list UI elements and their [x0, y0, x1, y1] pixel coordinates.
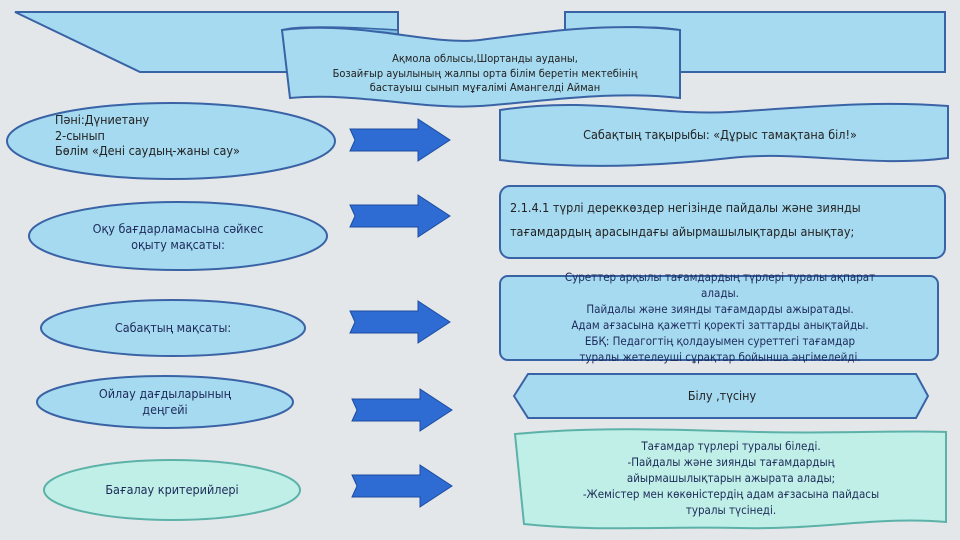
- subject-line-2: 2-сынып: [55, 127, 105, 143]
- ellipse-lesson-goal: [40, 299, 306, 357]
- criteria-label: Бағалау критерийлері: [105, 482, 239, 498]
- ellipse-criteria: [43, 459, 301, 521]
- lesson-goal-line: ЕБҚ: Педагогтің қолдауымен суреттегі тағ…: [584, 333, 856, 348]
- criteria-line: Тағамдар түрлері туралы біледі.: [641, 438, 821, 453]
- lesson-goal-line: Адам ағзасына қажетті қоректі заттарды а…: [571, 318, 869, 332]
- criteria-line: -Жемістер мен көкөністердің адам ағзасын…: [582, 487, 880, 502]
- lesson-goal-line: туралы жетелеуші сұрақтар бойынша әңгіме…: [579, 349, 861, 364]
- lesson-goal-line: алады.: [701, 286, 739, 301]
- thinking-level-text: Білу ,түсіну: [687, 388, 757, 404]
- subject-line-1: Пәні:Дүниетану: [55, 112, 150, 127]
- lesson-goal-line: Суреттер арқылы тағамдардың түрлері тура…: [564, 270, 876, 285]
- criteria-line: айырмашылықтарын ажырата алады;: [626, 470, 836, 485]
- banner-text: Ақмола облысы,Шортанды ауданы, Бозайғыр …: [300, 48, 670, 100]
- lesson-goal-text: Суреттер арқылы тағамдардың түрлері тура…: [504, 270, 936, 366]
- goal-line-1: Оқу бағдарламасына сәйкес: [92, 221, 264, 237]
- objective-line-1: 2.1.4.1 түрлі дереккөздер негізінде пайд…: [510, 200, 861, 215]
- thinking-shape: [512, 373, 930, 419]
- topic-text: Сабақтың тақырыбы: «Дұрыс тамақтана біл!…: [583, 127, 857, 143]
- banner-line-2: Бозайғыр ауылының жалпы орта білім берет…: [332, 66, 638, 80]
- objective-line-2: тағамдардың арасындағы айырмашылықтарды …: [510, 223, 855, 239]
- subject-text: Пәні:Дүниетану 2-сынып Бөлім «Дені сауды…: [55, 112, 325, 170]
- thinking-line-2: деңгейі: [142, 402, 188, 417]
- goal-line-2: оқыту мақсаты:: [131, 237, 225, 252]
- thinking-text: Ойлау дағдыларының деңгейі: [45, 384, 285, 420]
- lesson-goal-label: Сабақтың мақсаты:: [114, 320, 232, 336]
- lesson-goal-line: Пайдалы және зиянды тағамдарды ажыратады…: [586, 302, 854, 317]
- banner-line-1: Ақмола облысы,Шортанды ауданы,: [392, 51, 578, 65]
- criteria-line: -Пайдалы және зиянды тағамдардың: [627, 454, 835, 469]
- banner-ribbon-shape: [14, 11, 946, 108]
- objective-text: 2.1.4.1 түрлі дереккөздер негізінде пайд…: [510, 196, 940, 248]
- criteria-shape: [513, 428, 947, 530]
- criteria-line: туралы түсінеді.: [685, 503, 777, 518]
- ellipse-thinking: [36, 375, 294, 429]
- lesson-goal-shape: [499, 275, 939, 361]
- thinking-line-1: Ойлау дағдыларының: [98, 386, 232, 402]
- objective-shape: [499, 185, 946, 259]
- topic-shape: [499, 102, 949, 167]
- goal-text: Оқу бағдарламасына сәйкес оқыту мақсаты:: [40, 218, 316, 256]
- subject-line-3: Бөлім «Дені саудың-жаны сау»: [55, 143, 240, 159]
- criteria-text: Тағамдар түрлері туралы біледі. -Пайдалы…: [520, 434, 942, 522]
- ellipse-subject: [6, 102, 336, 180]
- banner-line-3: бастауыш сынып мұғалімі Амангелді Айман: [369, 81, 601, 95]
- ellipse-goal: [28, 201, 328, 271]
